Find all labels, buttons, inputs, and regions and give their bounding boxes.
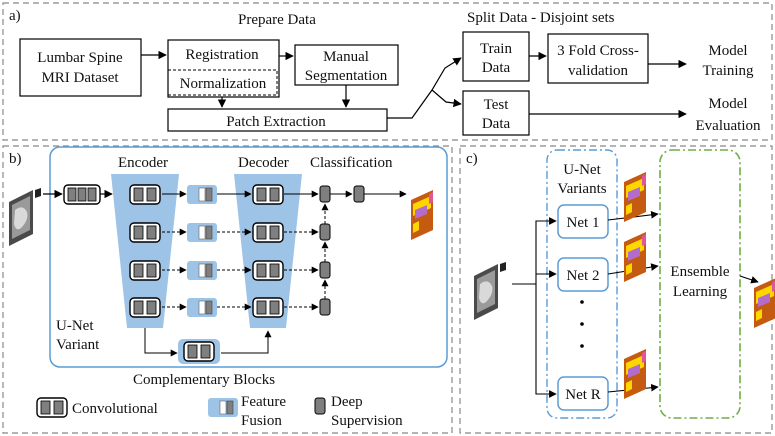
legend-ff-swatch xyxy=(207,397,239,418)
decoder-block-1 xyxy=(252,184,284,205)
net-2-box xyxy=(557,257,609,292)
train-label-2: Data xyxy=(482,60,511,76)
test-label-1: Test xyxy=(484,97,510,113)
net-r-output xyxy=(624,349,646,399)
unet-variant-label-1: U-Net xyxy=(56,318,94,334)
cv-label-1: 3 Fold Cross- xyxy=(557,43,639,59)
unet-variants-frame xyxy=(546,149,618,419)
normalization-label: Normalization xyxy=(180,76,267,92)
net-2-label: Net 2 xyxy=(567,268,600,284)
ensemble-output xyxy=(754,278,775,328)
encoder-label: Encoder xyxy=(118,155,168,171)
complementary-block xyxy=(183,341,215,362)
classification-label: Classification xyxy=(310,155,393,171)
cross-validation-box xyxy=(547,33,649,84)
encoder-trapezoid xyxy=(111,174,179,328)
panel-b-label: b) xyxy=(9,151,22,167)
train-data-box xyxy=(462,31,530,82)
normalization-box xyxy=(167,69,278,96)
test-data-box xyxy=(462,90,530,136)
input-mri-image xyxy=(9,188,41,246)
registration-box xyxy=(167,39,280,98)
model-training-label-1: Model xyxy=(708,43,747,59)
manual-seg-label-1: Manual xyxy=(323,49,369,65)
dataset-label-1: Lumbar Spine xyxy=(37,50,123,66)
deep-supervision-4 xyxy=(319,298,331,316)
prepare-data-title: Prepare Data xyxy=(238,12,316,28)
feature-fusion-4 xyxy=(186,297,218,318)
decoder-block-3 xyxy=(252,260,284,281)
model-eval-label-1: Model xyxy=(708,96,747,112)
feature-fusion-2 xyxy=(186,222,218,243)
unet-variants-label-1: U-Net xyxy=(563,162,601,178)
train-label-1: Train xyxy=(480,41,512,57)
ensemble-label-1: Ensemble xyxy=(670,264,729,280)
test-label-2: Data xyxy=(482,116,511,132)
unet-variant-label-2: Variant xyxy=(56,337,100,353)
panel-a-frame xyxy=(2,2,773,141)
encoder-block-1 xyxy=(129,184,161,205)
output-segmentation xyxy=(411,190,433,240)
encoder-block-4 xyxy=(129,297,161,318)
net-1-label: Net 1 xyxy=(567,215,600,231)
legend-ff-label-1: Feature xyxy=(241,394,286,410)
cv-label-2: validation xyxy=(568,63,628,79)
panel-a-label: a) xyxy=(9,8,21,24)
net-2-output xyxy=(624,232,646,282)
manual-seg-label-2: Segmentation xyxy=(305,68,388,84)
feature-fusion-3 xyxy=(186,260,218,281)
panel-a: a) Prepare Data Split Data - Disjoint se… xyxy=(2,2,773,141)
ellipsis-dots xyxy=(580,300,584,348)
split-data-title: Split Data - Disjoint sets xyxy=(467,10,615,26)
dataset-label-2: MRI Dataset xyxy=(41,70,119,86)
panel-b: b) Encoder Decoder Classification xyxy=(2,145,453,434)
encoder-block-3 xyxy=(129,260,161,281)
skip-connections xyxy=(162,190,252,311)
registration-label: Registration xyxy=(185,47,259,63)
decoder-block-4 xyxy=(252,297,284,318)
ensemble-label-2: Learning xyxy=(673,284,728,300)
classification-block xyxy=(353,185,365,203)
legend-ds-label-2: Supervision xyxy=(331,413,403,429)
patch-extraction-box xyxy=(167,108,388,132)
input-conv-block xyxy=(63,184,101,205)
net-r-box xyxy=(557,376,609,411)
complementary-blocks-label: Complementary Blocks xyxy=(133,372,275,388)
dataset-box xyxy=(19,38,142,97)
feature-fusion-1 xyxy=(186,184,218,205)
model-eval-label-2: Evaluation xyxy=(696,118,761,134)
unet-variant-frame xyxy=(49,146,448,368)
net-r-label: Net R xyxy=(565,387,600,403)
panel-a-arrows xyxy=(141,50,687,119)
panel-c: c) U-Net Variants Ensemble Learning Net … xyxy=(459,145,775,434)
legend-ff-label-2: Fusion xyxy=(241,413,282,429)
input-mri-image-c xyxy=(474,262,506,320)
decoder-block-2 xyxy=(252,222,284,243)
classification-arrows xyxy=(284,190,407,311)
decoder-label: Decoder xyxy=(238,155,289,171)
decoder-trapezoid xyxy=(234,174,302,328)
ensemble-frame xyxy=(659,149,741,419)
legend-conv-label: Convolutional xyxy=(72,401,158,417)
panel-b-frame xyxy=(2,145,453,434)
deep-supervision-1 xyxy=(319,185,331,203)
deep-supervision-2 xyxy=(319,223,331,241)
net-1-box xyxy=(557,204,609,239)
patch-extraction-label: Patch Extraction xyxy=(226,114,326,130)
panel-c-label: c) xyxy=(466,151,478,167)
model-training-label-2: Training xyxy=(702,63,754,79)
legend-ds-label-1: Deep xyxy=(331,394,363,410)
deep-supervision-3 xyxy=(319,261,331,279)
legend-ds-swatch xyxy=(314,397,326,415)
unet-variants-label-2: Variants xyxy=(557,181,606,197)
encoder-block-2 xyxy=(129,222,161,243)
net-1-output xyxy=(624,172,646,222)
legend-conv-swatch xyxy=(36,397,68,418)
